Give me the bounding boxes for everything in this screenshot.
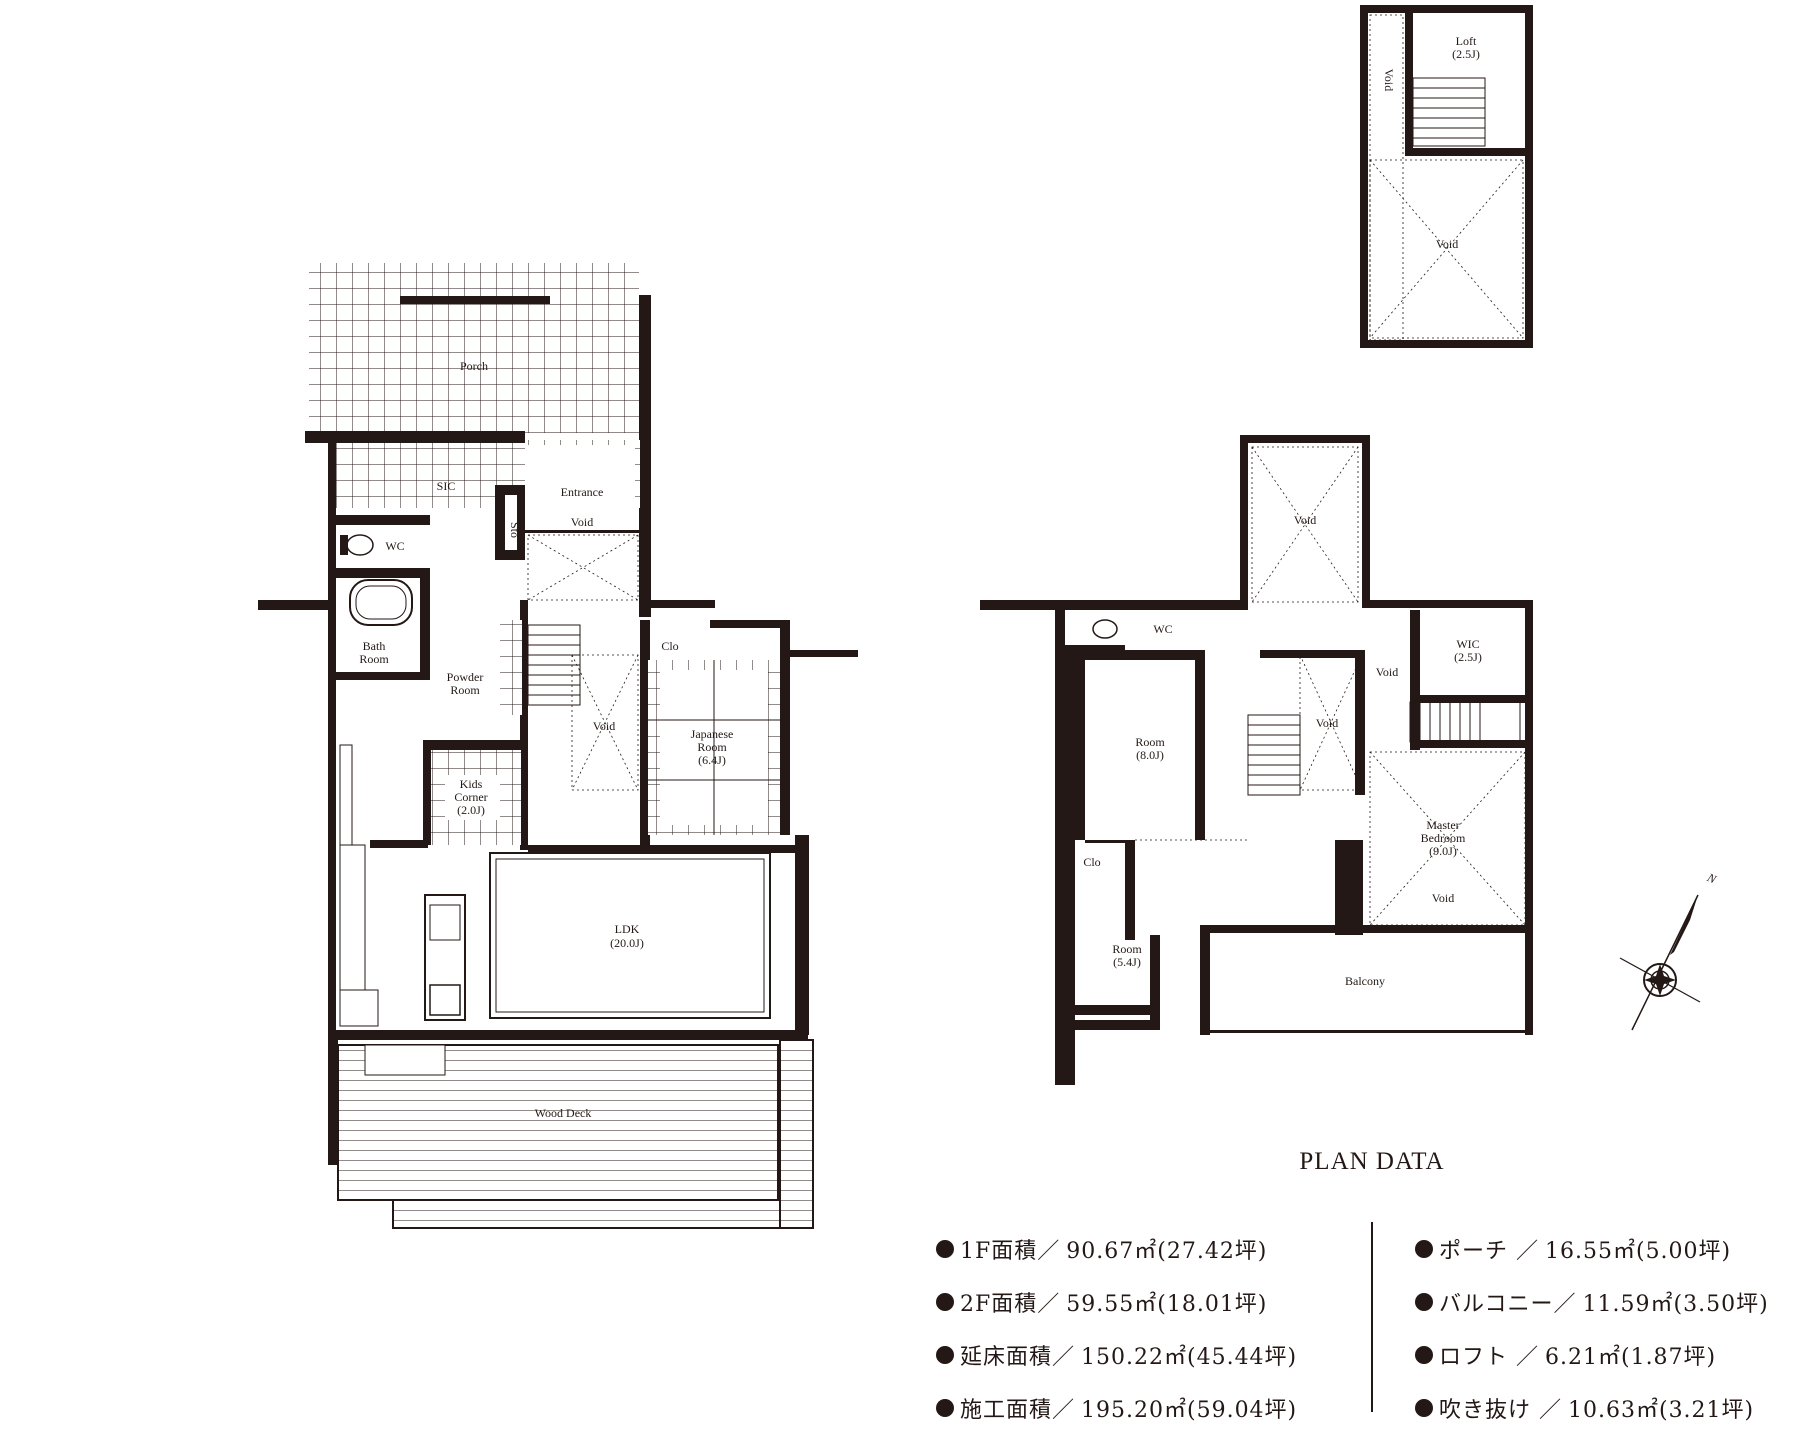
void-stair-box (571, 654, 639, 791)
label-wc-1f: WC (385, 539, 404, 553)
bullet-icon (936, 1345, 954, 1364)
label-room1-area: (8.0J) (1136, 748, 1164, 762)
toilet-1f (346, 534, 374, 556)
label-kids-1: Kids (460, 777, 483, 791)
label-sto: Sto (508, 522, 522, 538)
bathtub (349, 579, 413, 626)
label-japanese-area: (6.4J) (698, 753, 726, 767)
plan-data-row: 施工面積／ 195.20㎡(59.04坪) (936, 1381, 1297, 1434)
plan-data-row: ポーチ ／ 16.55㎡(5.00坪) (1415, 1222, 1769, 1275)
plan-data-title: PLAN DATA (1299, 1148, 1445, 1175)
label-bath-1: Bath (363, 639, 386, 653)
void-entrance-box (527, 534, 639, 601)
floor2-plan (980, 435, 1533, 1085)
label-balcony: Balcony (1345, 974, 1385, 988)
label-master-1: Master (1426, 818, 1459, 832)
label-room2-area: (5.4J) (1113, 955, 1141, 969)
label-void-stair-1f: Void (593, 719, 615, 733)
void-master-box (1369, 751, 1526, 926)
label-wic: WIC (1456, 637, 1479, 651)
label-void-loft-side: Void (1382, 69, 1396, 91)
label-kids-area: (2.0J) (457, 803, 485, 817)
plan-data-row: 2F面積／ 59.55㎡(18.01坪) (936, 1275, 1297, 1328)
plan-data-row: 1F面積／ 90.67㎡(27.42坪) (936, 1222, 1297, 1275)
plan-data-label: ロフト ／ (1439, 1344, 1539, 1370)
label-japanese-1: Japanese (691, 727, 734, 741)
compass-north-label: N (1704, 870, 1719, 887)
plan-data-value: 90.67㎡(27.42坪) (1066, 1238, 1268, 1264)
plan-data-right-column: ポーチ ／ 16.55㎡(5.00坪) バルコニー／ 11.59㎡(3.50坪)… (1415, 1222, 1769, 1434)
loft-plan (1360, 5, 1533, 348)
compass-rose (1619, 894, 1701, 1031)
label-void-top: Void (1294, 513, 1316, 527)
void-loft-side-box (1369, 14, 1404, 341)
plan-data-value: 16.55㎡(5.00坪) (1545, 1238, 1732, 1264)
label-porch: Porch (460, 359, 488, 373)
plan-data-row: ロフト ／ 6.21㎡(1.87坪) (1415, 1328, 1769, 1381)
label-room2: Room (1112, 942, 1142, 956)
plan-data-value: 11.59㎡(3.50坪) (1582, 1291, 1769, 1317)
plan-data-value: 59.55㎡(18.01坪) (1066, 1291, 1268, 1317)
label-void-master: Void (1432, 891, 1454, 905)
label-master-area: (9.0J) (1429, 844, 1457, 858)
stair-loft (1412, 77, 1486, 147)
plan-data-left-column: 1F面積／ 90.67㎡(27.42坪) 2F面積／ 59.55㎡(18.01坪… (936, 1222, 1297, 1434)
label-powder-1: Powder (447, 670, 484, 684)
ldk-floor (489, 852, 771, 1019)
label-loft-area: (2.5J) (1452, 47, 1480, 61)
bullet-icon (1415, 1398, 1433, 1417)
label-void-stair-2f: Void (1316, 716, 1338, 730)
label-void-entrance: Void (571, 515, 593, 529)
label-bath-2: Room (359, 652, 389, 666)
plan-data-row: 延床面積／ 150.22㎡(45.44坪) (936, 1328, 1297, 1381)
void-loft-main-box (1369, 159, 1524, 339)
plan-data-label: 吹き抜け ／ (1439, 1397, 1562, 1423)
plan-data-label: 延床面積／ (960, 1344, 1076, 1370)
plan-data-label: ポーチ ／ (1439, 1238, 1539, 1264)
label-wc-2f: WC (1153, 622, 1172, 636)
label-entrance: Entrance (561, 485, 604, 499)
plan-data-label: 1F面積／ (960, 1238, 1061, 1264)
plan-data-label: 施工面積／ (960, 1397, 1076, 1423)
plan-data-value: 6.21㎡(1.87坪) (1545, 1344, 1717, 1370)
label-powder-2: Room (450, 683, 480, 697)
label-ldk: LDK (615, 922, 640, 936)
plan-data-label: バルコニー／ (1439, 1291, 1577, 1317)
stair-1f (527, 624, 581, 706)
label-ldk-area: (20.0J) (610, 936, 644, 950)
plan-data-label: 2F面積／ (960, 1291, 1061, 1317)
void-stair-2f-box (1299, 654, 1363, 791)
plan-data-value: 150.22㎡(45.44坪) (1081, 1344, 1298, 1370)
label-japanese-2: Room (697, 740, 727, 754)
plan-data-divider (1371, 1222, 1373, 1412)
label-kids-2: Corner (454, 790, 487, 804)
label-wic-area: (2.5J) (1454, 650, 1482, 664)
toilet-2f (1092, 619, 1118, 639)
label-room1: Room (1135, 735, 1165, 749)
label-sic: SIC (437, 479, 456, 493)
floor1-plan (258, 263, 858, 1229)
kitchen-counter (424, 894, 466, 1021)
stair-2f (1247, 701, 1521, 796)
label-master-2: Bedroom (1421, 831, 1466, 845)
label-clo-1f: Clo (661, 639, 678, 653)
plan-data-value: 10.63㎡(3.21坪) (1568, 1397, 1755, 1423)
bullet-icon (1415, 1292, 1433, 1311)
label-loft: Loft (1456, 34, 1477, 48)
plan-data-value: 195.20㎡(59.04坪) (1081, 1397, 1298, 1423)
label-void-wic: Void (1376, 665, 1398, 679)
bullet-icon (1415, 1345, 1433, 1364)
bullet-icon (936, 1292, 954, 1311)
plan-data-row: バルコニー／ 11.59㎡(3.50坪) (1415, 1275, 1769, 1328)
label-wood-deck: Wood Deck (535, 1106, 592, 1120)
bullet-icon (936, 1239, 954, 1258)
plan-data-row: 吹き抜け ／ 10.63㎡(3.21坪) (1415, 1381, 1769, 1434)
label-clo-2f: Clo (1083, 855, 1100, 869)
void-top-box (1251, 446, 1359, 603)
bullet-icon (936, 1398, 954, 1417)
bullet-icon (1415, 1239, 1433, 1258)
label-void-loft-main: Void (1436, 237, 1458, 251)
